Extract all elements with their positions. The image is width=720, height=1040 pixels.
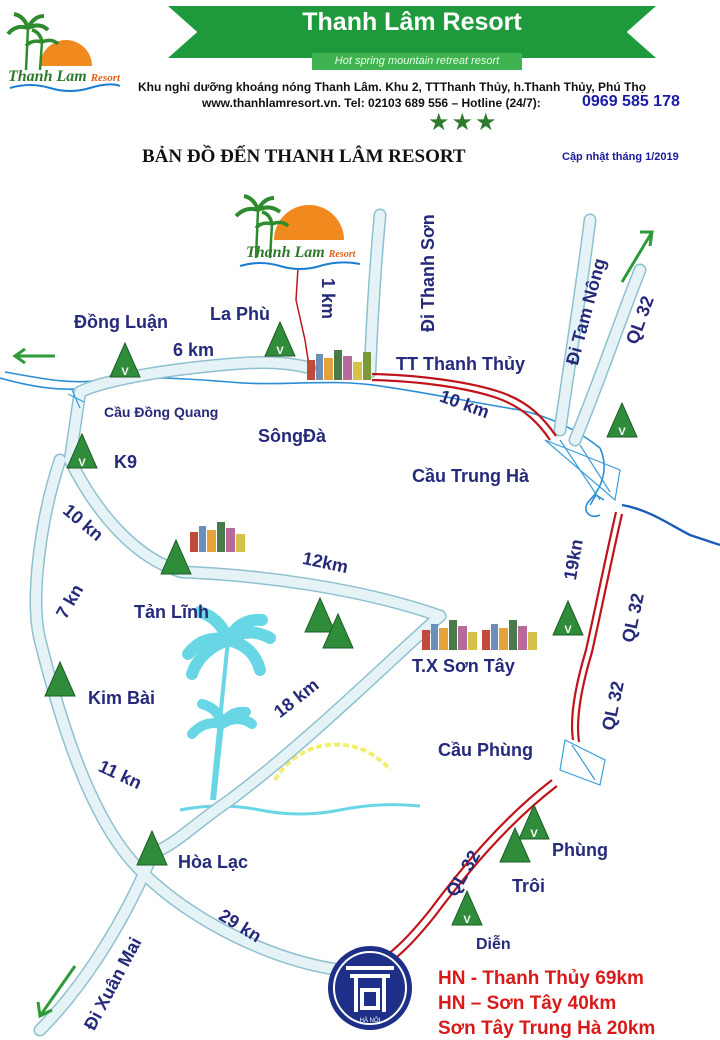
forest-mark: V [121, 366, 129, 378]
northeast-arrow [620, 230, 654, 283]
forest-mark: V [618, 426, 626, 438]
map-resort-logo [234, 194, 361, 270]
bridges [67, 389, 621, 786]
page-title: BẢN ĐỒ ĐẾN THANH LÂM RESORT [142, 146, 466, 167]
forest-mark: V [530, 828, 538, 840]
place-tx-son-tay: T.X Sơn Tây [412, 656, 515, 676]
slogan: Hot spring mountain retreat resort [312, 53, 522, 70]
place-dien: Diễn [476, 936, 511, 953]
town-clusters [190, 350, 537, 650]
resort-pin-line [295, 267, 311, 373]
place-hoa-lac: Hòa Lạc [178, 852, 249, 872]
watermark-logo [179, 606, 421, 816]
place-troi: Trôi [512, 876, 546, 896]
place-cau-dong-quang: Cầu Đồng Quang [104, 404, 219, 420]
forest-mark: V [78, 457, 86, 469]
place-dong-luan: Đồng Luận [74, 312, 168, 332]
west-arrow [12, 347, 55, 365]
river-song-da: SôngĐà [258, 426, 327, 446]
summary-line-2: HN – Sơn Tây 40km [438, 993, 617, 1014]
summary-line-1: HN - Thanh Thủy 69km [438, 968, 644, 989]
place-phung: Phùng [552, 840, 608, 860]
title-banner [168, 6, 656, 58]
ql32-highway [371, 372, 624, 967]
place-cau-trung-ha: Cầu Trung Hà [412, 466, 530, 486]
rating-stars: ★★★ [428, 109, 499, 136]
hotline-number: 0969 585 178 [582, 93, 680, 110]
direction-thanh-son: Đi Thanh Sơn [418, 214, 438, 332]
distance-6km: 6 km [173, 340, 215, 360]
forest-mark: V [276, 345, 284, 357]
forest-mark: V [463, 914, 471, 926]
address-line: Khu nghỉ dưỡng khoáng nóng Thanh Lâm. Kh… [138, 80, 647, 94]
roads [29, 208, 647, 1037]
place-tt-thanh-thuy: TT Thanh Thủy [396, 354, 525, 374]
place-cau-phung: Cầu Phùng [438, 740, 533, 760]
resort-name: Thanh Lâm Resort [302, 8, 522, 36]
direction-arrows [12, 230, 654, 1019]
forest-mark: V [564, 624, 572, 636]
place-tan-linh: Tản Lĩnh [134, 602, 209, 622]
place-k9: K9 [114, 452, 138, 472]
update-date: Cập nhật tháng 1/2019 [562, 151, 679, 163]
resort-logo [4, 8, 122, 96]
map-resort-logo-text: Thanh Lam Resort [246, 244, 356, 261]
place-la-phu: La Phù [210, 304, 271, 324]
place-kim-bai: Kim Bài [88, 688, 156, 708]
hanoi-emblem: HÀ NỘI [328, 946, 412, 1030]
summary-line-3: Sơn Tây Trung Hà 20km [438, 1018, 656, 1039]
hanoi-emblem-text: HÀ NỘI [360, 1017, 381, 1024]
distance-1km: 1 km [318, 278, 338, 320]
contact-line: www.thanhlamresort.vn. Tel: 02103 689 55… [202, 96, 541, 110]
logo-text: Thanh Lam Resort [8, 68, 121, 85]
southwest-arrow [36, 965, 77, 1019]
